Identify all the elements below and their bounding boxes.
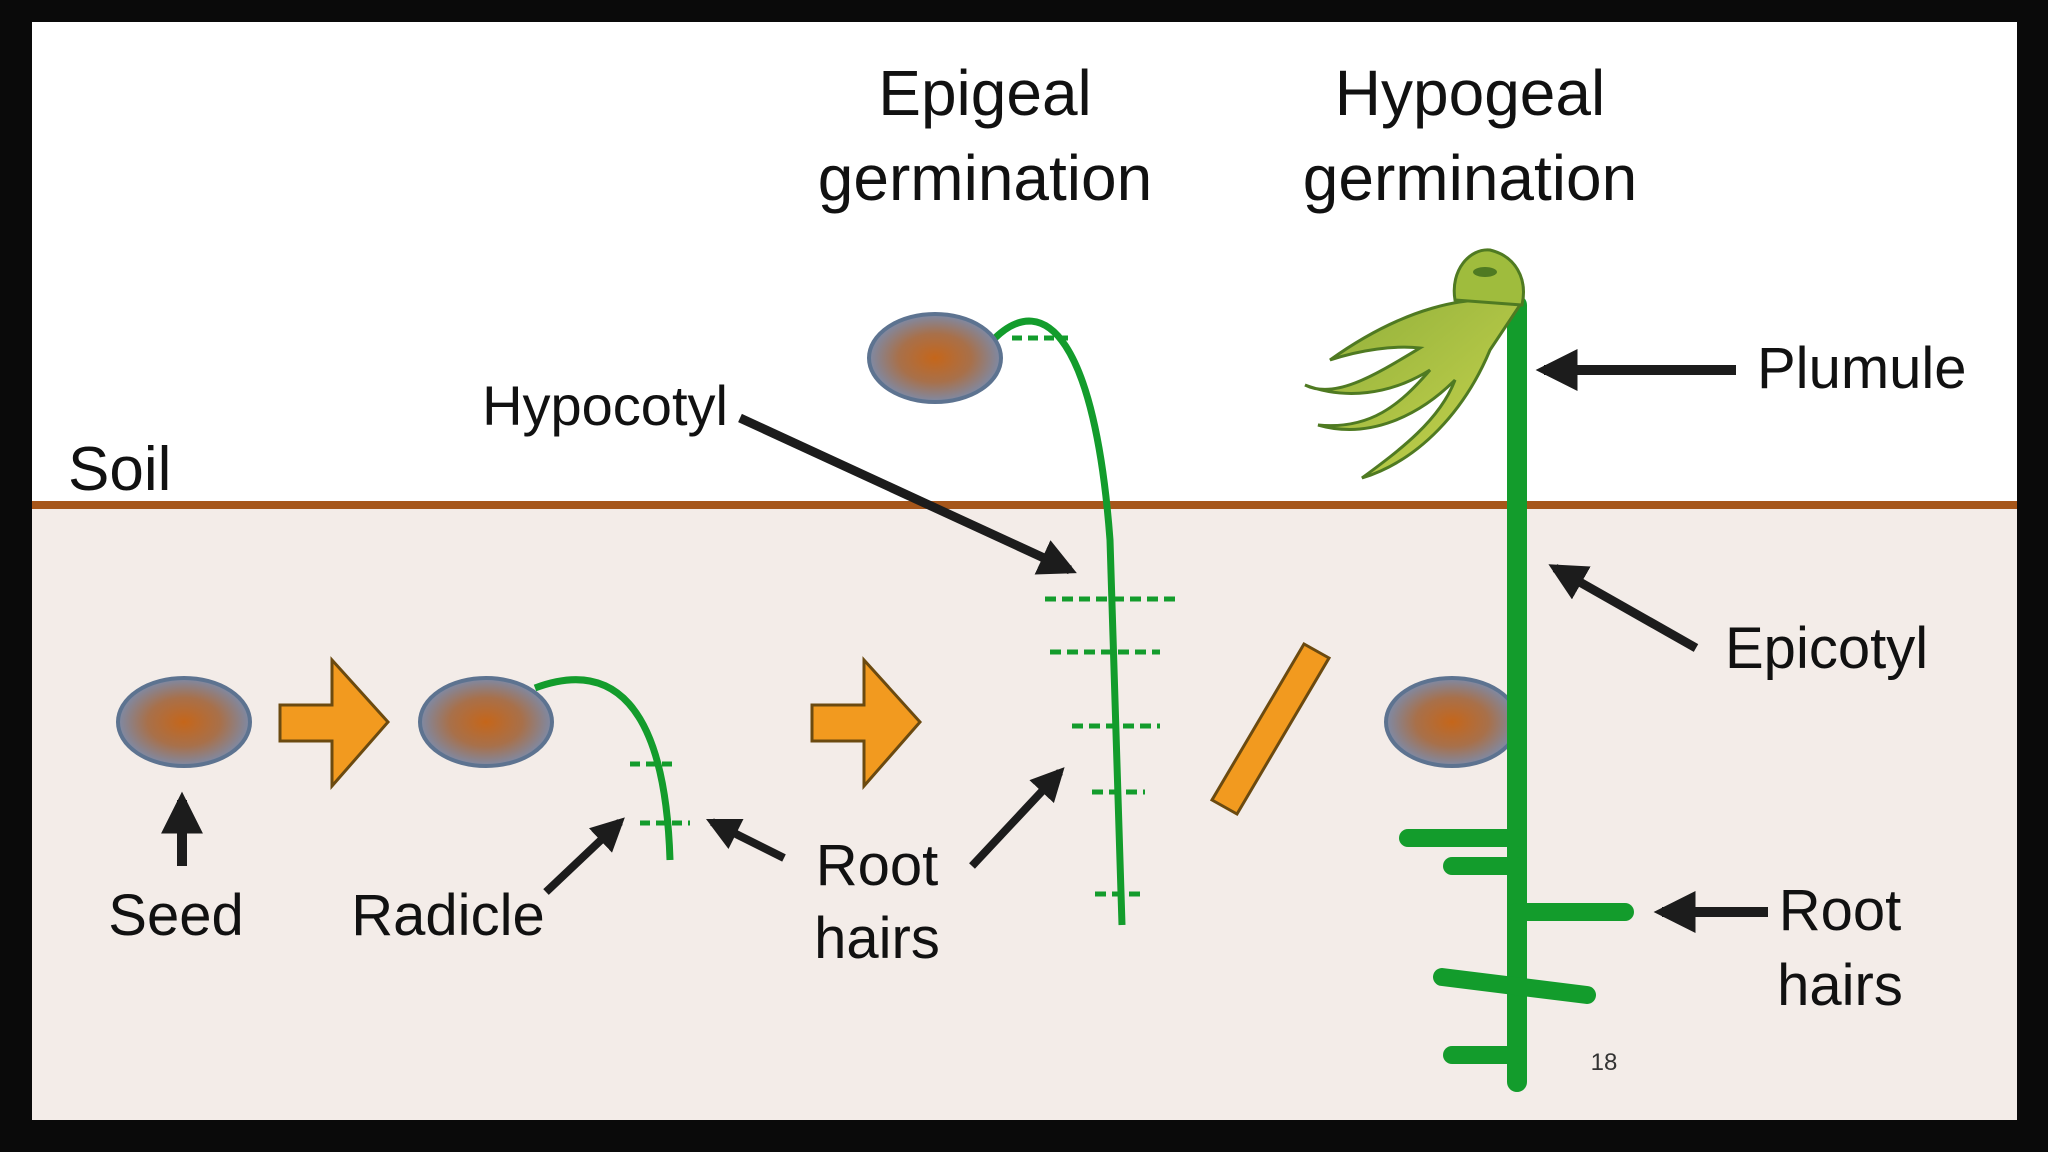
progress-arrow-1: [278, 656, 391, 790]
hypocotyl-pointer-arrow: [738, 413, 1077, 575]
epigeal-heading-line1: Epigeal: [878, 57, 1092, 129]
plumule-label: Plumule: [1757, 336, 1967, 401]
hypogeal-heading-line2: germination: [1303, 142, 1637, 214]
sky-area: [32, 22, 2017, 505]
root-hairs-pointer-arrow-1: [705, 818, 786, 862]
root-hairs-label-2-line2: hairs: [1777, 953, 1903, 1018]
root-hairs-label-1-line1: Root: [816, 833, 939, 898]
page-number: 18: [1591, 1049, 1618, 1076]
seed-label: Seed: [108, 883, 243, 948]
plumule-leaves: [1304, 248, 1525, 480]
radicle-label: Radicle: [351, 883, 544, 948]
epicotyl-label: Epicotyl: [1725, 616, 1928, 681]
root-hairs-pointer-arrow-2: [969, 767, 1065, 869]
hypocotyl-label: Hypocotyl: [482, 374, 728, 437]
epigeal-seed: [867, 312, 1003, 404]
hypogeal-root-4: [1433, 968, 1596, 1004]
seed-2: [418, 676, 554, 768]
hypogeal-seed: [1384, 676, 1520, 768]
radicle-pointer-arrow: [543, 817, 625, 895]
orange-divider-bar: [1209, 641, 1332, 817]
hypogeal-heading-line1: Hypogeal: [1335, 57, 1605, 129]
epicotyl-pointer-arrow: [1548, 564, 1699, 652]
epigeal-heading-line2: germination: [818, 142, 1152, 214]
radicle-root: [533, 676, 674, 861]
root-hairs-label-1-line2: hairs: [814, 906, 940, 971]
progress-arrow-2: [810, 656, 923, 790]
root-hairs-label-2-line1: Root: [1779, 878, 1902, 943]
seed-1: [116, 676, 252, 768]
soil-label: Soil: [68, 435, 171, 504]
hypocotyl-stem: [992, 317, 1126, 926]
